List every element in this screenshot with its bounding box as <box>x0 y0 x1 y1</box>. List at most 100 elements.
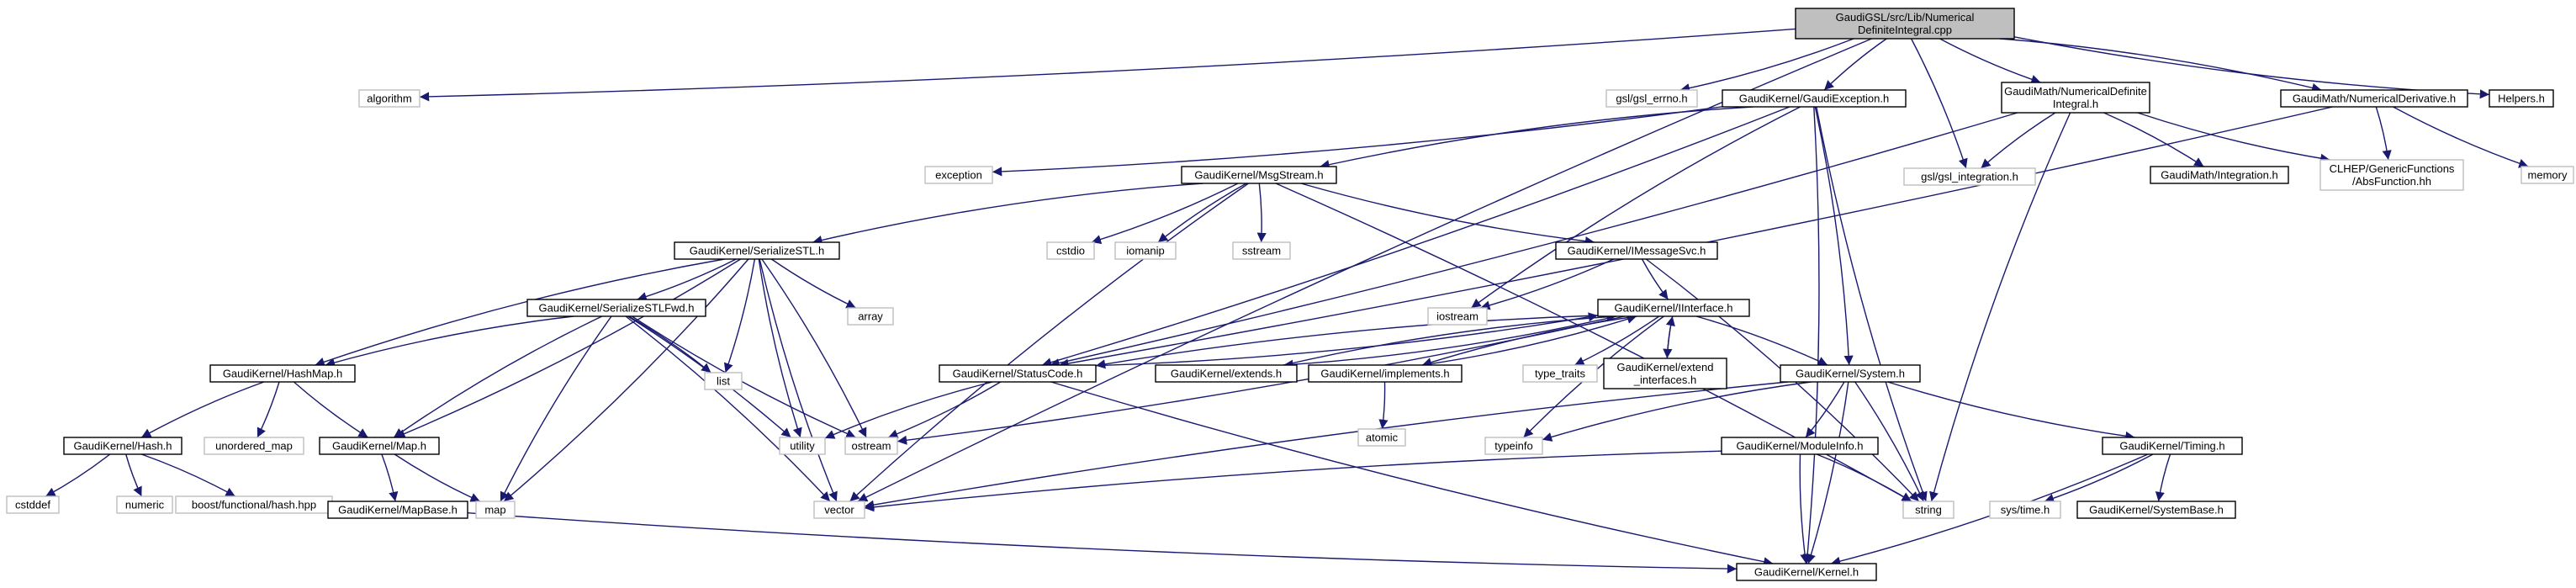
edge-root-to-gsl_integration <box>1910 38 1968 169</box>
node-box <box>1597 299 1750 317</box>
node-imessagesvc[interactable]: GaudiKernel/IMessageSvc.h <box>1555 241 1718 260</box>
node-box <box>1522 364 1598 383</box>
node-msgstream[interactable]: GaudiKernel/MsgStream.h <box>1181 166 1337 184</box>
edge-hash-to-numeric <box>125 453 142 497</box>
edge-statuscode-to-utility <box>824 381 993 439</box>
node-box <box>1484 437 1543 455</box>
node-label: GaudiKernel/extend <box>1617 361 1714 373</box>
node-label: atomic <box>1366 432 1399 444</box>
node-box <box>1555 241 1718 260</box>
node-box <box>327 501 468 519</box>
node-label: GaudiKernel/extends.h <box>1171 368 1282 380</box>
edge-msgstream-to-vector <box>849 183 1249 502</box>
node-label: GaudiKernel/Kernel.h <box>1754 566 1859 579</box>
node-utility: utility <box>779 437 826 455</box>
edge-root-to-numdefint <box>1939 38 2041 84</box>
node-hash[interactable]: GaudiKernel/Hash.h <box>63 437 182 455</box>
node-kernel[interactable]: GaudiKernel/Kernel.h <box>1736 563 1877 581</box>
node-serializestlfwd[interactable]: GaudiKernel/SerializeSTLFwd.h <box>526 299 706 317</box>
node-list: list <box>704 372 743 390</box>
node-extends[interactable]: GaudiKernel/extends.h <box>1155 364 1298 383</box>
edge-gaudiexception-to-msgstream <box>1320 106 1753 170</box>
node-label: GaudiKernel/MapBase.h <box>338 504 458 516</box>
node-integration[interactable]: GaudiMath/Integration.h <box>2150 166 2289 184</box>
node-root[interactable]: GaudiGSL/src/Lib/NumericalDefiniteIntegr… <box>1795 8 2015 40</box>
node-label: utility <box>790 440 815 453</box>
edge-msgstream-to-cstdio <box>1091 183 1239 245</box>
edge-gaudiexception-to-kernel <box>1802 106 1820 564</box>
node-box <box>1603 358 1727 389</box>
node-box <box>2150 166 2289 184</box>
edge-timing-to-systembase <box>2155 453 2171 502</box>
node-box <box>1155 364 1298 383</box>
node-box <box>1989 501 2061 519</box>
node-extend_interfaces[interactable]: GaudiKernel/extend_interfaces.h <box>1603 358 1727 389</box>
node-label: GaudiKernel/Map.h <box>332 440 426 453</box>
node-mapbase[interactable]: GaudiKernel/MapBase.h <box>327 501 468 519</box>
node-box <box>319 437 440 455</box>
node-statuscode[interactable]: GaudiKernel/StatusCode.h <box>939 364 1097 383</box>
edge-serializestlfwd-to-map_h <box>393 315 603 438</box>
edge-iinterface-to-system <box>1695 315 1828 366</box>
edge-system-to-string <box>1854 381 1924 502</box>
node-hashmap[interactable]: GaudiKernel/HashMap.h <box>209 364 356 383</box>
node-box <box>1357 428 1406 447</box>
node-label: string <box>1915 504 1942 516</box>
edge-moduleinfo-to-string <box>1816 453 1912 502</box>
node-systembase[interactable]: GaudiKernel/SystemBase.h <box>2076 501 2236 519</box>
node-typeinfo: typeinfo <box>1484 437 1543 455</box>
node-sstream: sstream <box>1232 241 1291 260</box>
node-label: map <box>484 504 505 516</box>
node-box <box>939 364 1097 383</box>
node-helpers[interactable]: Helpers.h <box>2489 89 2554 108</box>
node-cstddef: cstddef <box>6 495 60 514</box>
node-box <box>1232 241 1291 260</box>
node-label: memory <box>2528 169 2568 182</box>
node-moduleinfo[interactable]: GaudiKernel/ModuleInfo.h <box>1721 437 1879 455</box>
node-label: sys/time.h <box>2001 504 2050 516</box>
node-absfunction: CLHEP/GenericFunctions/AbsFunction.hh <box>2319 159 2464 191</box>
nodes-layer: GaudiGSL/src/Lib/NumericalDefiniteIntegr… <box>6 8 2574 581</box>
edge-implements-to-atomic <box>1378 381 1389 430</box>
node-implements[interactable]: GaudiKernel/implements.h <box>1308 364 1463 383</box>
edge-imessagesvc-to-iinterface <box>1641 258 1669 300</box>
edge-serializestl-to-map <box>503 258 749 502</box>
edge-hash-to-cstddef <box>45 453 111 497</box>
edge-numdefint-to-absfunction <box>2137 112 2330 163</box>
edge-statuscode-to-iinterface <box>1095 312 1599 367</box>
node-vector: vector <box>813 501 865 519</box>
node-box <box>844 437 898 455</box>
edge-gaudiexception-to-exception <box>992 106 1723 177</box>
node-box <box>1903 167 2036 186</box>
node-serializestl[interactable]: GaudiKernel/SerializeSTL.h <box>674 241 840 260</box>
edge-serializestl-to-utility <box>758 258 802 438</box>
edge-serializestlfwd-to-list <box>628 315 711 373</box>
node-map_h[interactable]: GaudiKernel/Map.h <box>319 437 440 455</box>
node-gaudiexception[interactable]: GaudiKernel/GaudiException.h <box>1722 89 1907 108</box>
node-label: GaudiMath/Integration.h <box>2161 169 2277 182</box>
node-label: GaudiKernel/IInterface.h <box>1615 302 1733 315</box>
edge-iinterface-to-type_traits <box>1574 315 1660 366</box>
edge-moduleinfo-to-vector <box>864 450 1722 512</box>
edge-hashmap-to-unordered_map <box>257 381 280 438</box>
node-numderiv[interactable]: GaudiMath/NumericalDerivative.h <box>2280 89 2468 108</box>
node-box <box>2319 159 2464 191</box>
node-label: GaudiKernel/StatusCode.h <box>953 368 1083 380</box>
node-label: unordered_map <box>215 440 293 453</box>
node-label: GaudiKernel/ModuleInfo.h <box>1736 440 1863 453</box>
node-label: GaudiKernel/IMessageSvc.h <box>1568 245 1706 257</box>
edge-iinterface-to-ostream <box>897 315 1625 445</box>
edge-gaudiexception-to-statuscode <box>1041 106 1791 368</box>
node-box <box>2280 89 2468 108</box>
node-box <box>1902 501 1954 519</box>
node-timing[interactable]: GaudiKernel/Timing.h <box>2102 437 2243 455</box>
node-label: vector <box>824 504 854 516</box>
edge-hashmap-to-map_h <box>293 381 368 438</box>
node-system[interactable]: GaudiKernel/System.h <box>1780 364 1921 383</box>
node-label: array <box>858 310 883 323</box>
node-label: iomanip <box>1126 245 1165 257</box>
node-systime: sys/time.h <box>1989 501 2061 519</box>
node-iinterface[interactable]: GaudiKernel/IInterface.h <box>1597 299 1750 317</box>
node-iostream: iostream <box>1427 307 1488 326</box>
